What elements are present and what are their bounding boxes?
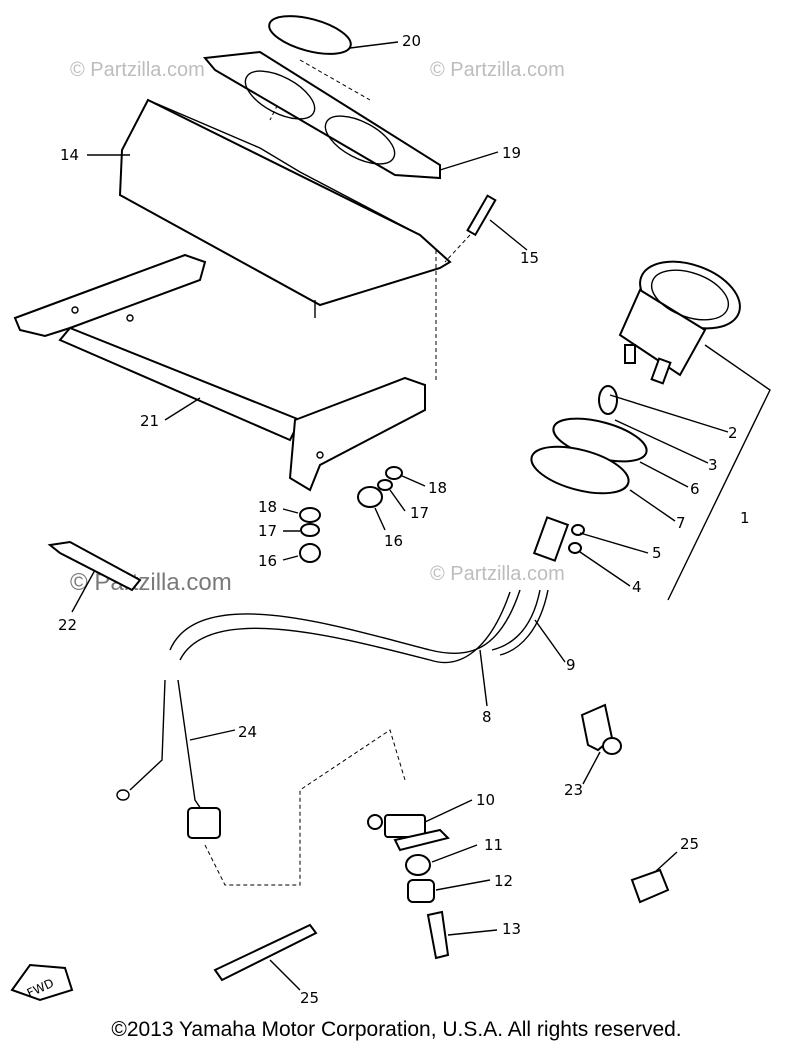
callout-24: 24 [238, 723, 257, 741]
callout-1: 1 [740, 509, 750, 527]
callout-7: 7 [676, 514, 686, 532]
part-16-18-left [299, 507, 321, 563]
part-19-gasket [203, 50, 441, 180]
callout-6: 6 [690, 480, 700, 498]
part-15-bolt [444, 194, 497, 263]
callout-18b: 18 [428, 479, 447, 497]
callout-14: 14 [60, 146, 79, 164]
watermark: © Partzilla.com [430, 563, 565, 585]
callout-17a: 17 [258, 522, 277, 540]
part-10-13-drive [367, 814, 450, 960]
part-16-18-right [357, 466, 403, 508]
callout-20: 20 [402, 32, 421, 50]
part-25-clip [630, 868, 670, 904]
fwd-arrow-icon: FWD [10, 963, 74, 1002]
callout-12: 12 [494, 872, 513, 890]
part-speedometer [530, 260, 741, 562]
callout-13: 13 [502, 920, 521, 938]
watermark: © Partzilla.com [70, 569, 232, 596]
callout-22: 22 [58, 616, 77, 634]
callout-15: 15 [520, 249, 539, 267]
callout-25b: 25 [300, 989, 319, 1007]
callout-10: 10 [476, 791, 495, 809]
watermark: © Partzilla.com [70, 59, 205, 81]
part-24-cable [116, 679, 406, 886]
part-23-clamp [580, 703, 622, 755]
callout-11: 11 [484, 836, 503, 854]
part-21-bracket [13, 250, 437, 492]
leader-lines [71, 41, 729, 991]
callout-4: 4 [632, 578, 642, 596]
part-14-housing [118, 98, 452, 318]
part-25-tool [213, 923, 318, 982]
watermark: © Partzilla.com [430, 59, 565, 81]
callout-16a: 16 [258, 552, 277, 570]
callout-17b: 17 [410, 504, 429, 522]
part-22 [47, 540, 142, 592]
callout-2: 2 [728, 424, 738, 442]
callout-16b: 16 [384, 532, 403, 550]
callout-23: 23 [564, 781, 583, 799]
callout-8: 8 [482, 708, 492, 726]
callout-group-1 [667, 344, 771, 601]
callout-25a: 25 [680, 835, 699, 853]
callout-5: 5 [652, 544, 662, 562]
callout-labels: 2019141523617542118171618171622982423101… [58, 32, 750, 1007]
callout-21: 21 [140, 412, 159, 430]
callout-18a: 18 [258, 498, 277, 516]
copyright-notice: ©2013 Yamaha Motor Corporation, U.S.A. A… [111, 1018, 682, 1041]
callout-9: 9 [566, 656, 576, 674]
part-8-9-cables [169, 589, 549, 664]
callout-3: 3 [708, 456, 718, 474]
callout-19: 19 [502, 144, 521, 162]
